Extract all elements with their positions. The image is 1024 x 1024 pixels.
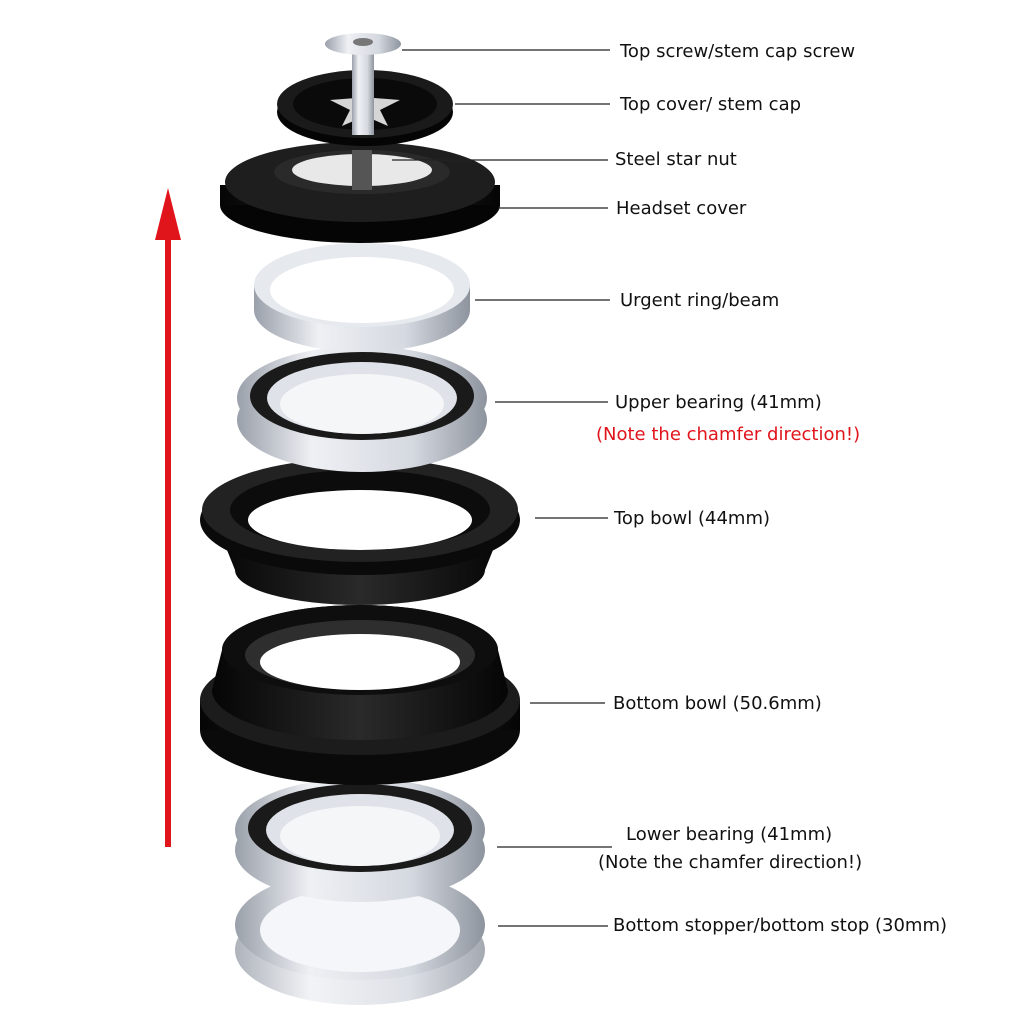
label-top-bowl: Top bowl (44mm)	[614, 508, 770, 529]
label-lower-bearing-note: (Note the chamfer direction!)	[598, 852, 863, 873]
label-bottom-stop: Bottom stopper/bottom stop (30mm)	[613, 915, 948, 936]
label-top-cover: Top cover/ stem cap	[620, 94, 802, 115]
label-urgent-ring: Urgent ring/beam	[620, 290, 780, 311]
lower-bearing-part	[235, 778, 485, 902]
leader-lines	[392, 49, 612, 927]
label-headset-cover: Headset cover	[616, 198, 747, 219]
upper-bearing-part	[237, 346, 487, 472]
bottom-bowl-part	[200, 605, 520, 785]
label-star-nut: Steel star nut	[615, 149, 737, 170]
top-bowl-part	[200, 458, 520, 605]
label-top-screw: Top screw/stem cap screw	[620, 41, 856, 62]
headset-cover-part	[220, 142, 500, 243]
label-bottom-bowl: Bottom bowl (50.6mm)	[613, 693, 822, 714]
assembly-direction-arrow	[155, 188, 181, 847]
label-upper-bearing: Upper bearing (41mm)	[615, 392, 822, 413]
label-lower-bearing: Lower bearing (41mm)	[626, 824, 833, 845]
compression-ring-part	[254, 243, 470, 352]
stem-cap-screw-part	[325, 33, 401, 135]
bottom-stop-part	[235, 870, 485, 1005]
label-upper-bearing-note: (Note the chamfer direction!)	[596, 424, 861, 445]
